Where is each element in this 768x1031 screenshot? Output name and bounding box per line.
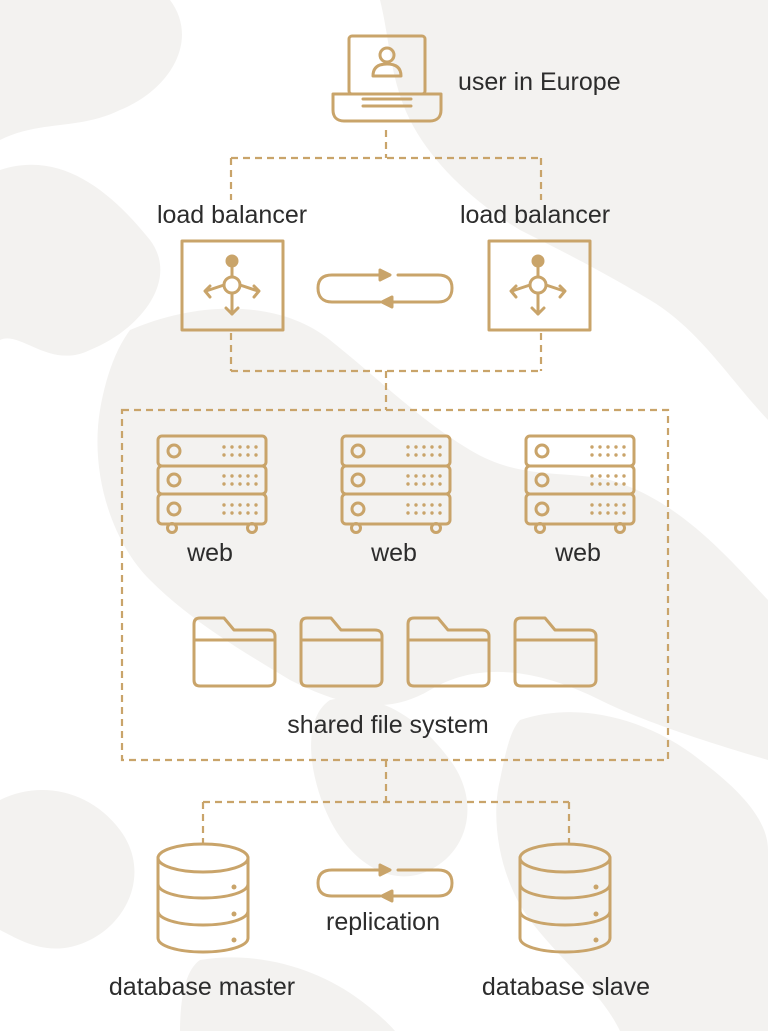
web-label-3: web (555, 539, 601, 567)
folder-icon (192, 616, 277, 688)
folder-icon (513, 616, 598, 688)
folder-icon (299, 616, 384, 688)
server-rack-icon (340, 434, 452, 534)
load-balancer-label-right: load balancer (459, 201, 611, 229)
laptop-user-icon (331, 34, 443, 123)
web-label-1: web (187, 539, 233, 567)
sync-arrows-icon (316, 268, 454, 309)
sync-arrows-icon (316, 863, 454, 903)
database-icon (518, 842, 612, 954)
dashed-connectors (120, 130, 670, 845)
database-slave-label: database slave (481, 973, 651, 1001)
database-icon (156, 842, 250, 954)
folder-icon (406, 616, 491, 688)
load-balancer-icon (487, 239, 592, 332)
load-balancer-icon (180, 239, 285, 332)
web-cluster-boundary (120, 408, 670, 762)
database-master-label: database master (108, 973, 296, 1001)
server-rack-icon (524, 434, 636, 534)
shared-file-system-label: shared file system (287, 711, 489, 739)
load-balancer-label-left: load balancer (156, 201, 308, 229)
web-label-2: web (371, 539, 417, 567)
replication-label: replication (326, 908, 440, 936)
user-label: user in Europe (458, 68, 621, 96)
server-rack-icon (156, 434, 268, 534)
